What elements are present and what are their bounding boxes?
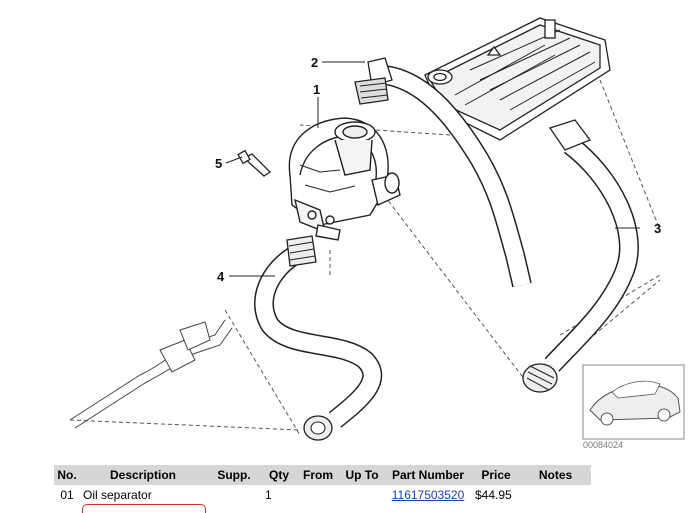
hose-3 bbox=[522, 119, 639, 393]
col-qty: Qty bbox=[262, 465, 296, 485]
callouts: 2 1 5 4 3 bbox=[215, 55, 661, 284]
col-price: Price bbox=[472, 465, 520, 485]
callout-4: 4 bbox=[217, 269, 225, 284]
callout-2: 2 bbox=[311, 55, 318, 70]
cell-notes bbox=[520, 485, 591, 505]
callout-3: 3 bbox=[654, 221, 661, 236]
next-row-hint[interactable] bbox=[82, 504, 206, 513]
hose-2 bbox=[354, 57, 532, 288]
col-upto: Up To bbox=[340, 465, 384, 485]
thumbnail-id: 00084024 bbox=[583, 440, 624, 450]
oil-separator bbox=[288, 117, 401, 241]
cell-description: Oil separator bbox=[80, 485, 206, 505]
col-supp: Supp. bbox=[206, 465, 262, 485]
callout-1: 1 bbox=[313, 82, 320, 97]
parts-diagram: 2 1 5 4 3 bbox=[69, 17, 685, 441]
dipstick-tube bbox=[69, 319, 233, 429]
col-notes: Notes bbox=[520, 465, 591, 485]
valve-cover bbox=[424, 17, 611, 141]
table-row: 01 Oil separator 1 11617503520 $44.95 bbox=[54, 485, 591, 505]
parts-table: No. Description Supp. Qty From Up To Par… bbox=[54, 465, 591, 505]
car-thumbnail-icon[interactable] bbox=[582, 364, 685, 440]
part-number-link[interactable]: 11617503520 bbox=[391, 488, 465, 502]
hose-4 bbox=[254, 235, 383, 441]
cell-from bbox=[296, 485, 340, 505]
cell-upto bbox=[340, 485, 384, 505]
cell-qty: 1 bbox=[262, 485, 296, 505]
col-no: No. bbox=[54, 465, 80, 485]
cell-part-number: 11617503520 bbox=[384, 485, 472, 505]
cell-price: $44.95 bbox=[472, 485, 520, 505]
bolt-5 bbox=[237, 149, 272, 177]
col-description: Description bbox=[80, 465, 206, 485]
col-from: From bbox=[296, 465, 340, 485]
table-header-row: No. Description Supp. Qty From Up To Par… bbox=[54, 465, 591, 485]
callout-5: 5 bbox=[215, 156, 222, 171]
cell-supp bbox=[206, 485, 262, 505]
cell-no: 01 bbox=[54, 485, 80, 505]
col-part-number: Part Number bbox=[384, 465, 472, 485]
